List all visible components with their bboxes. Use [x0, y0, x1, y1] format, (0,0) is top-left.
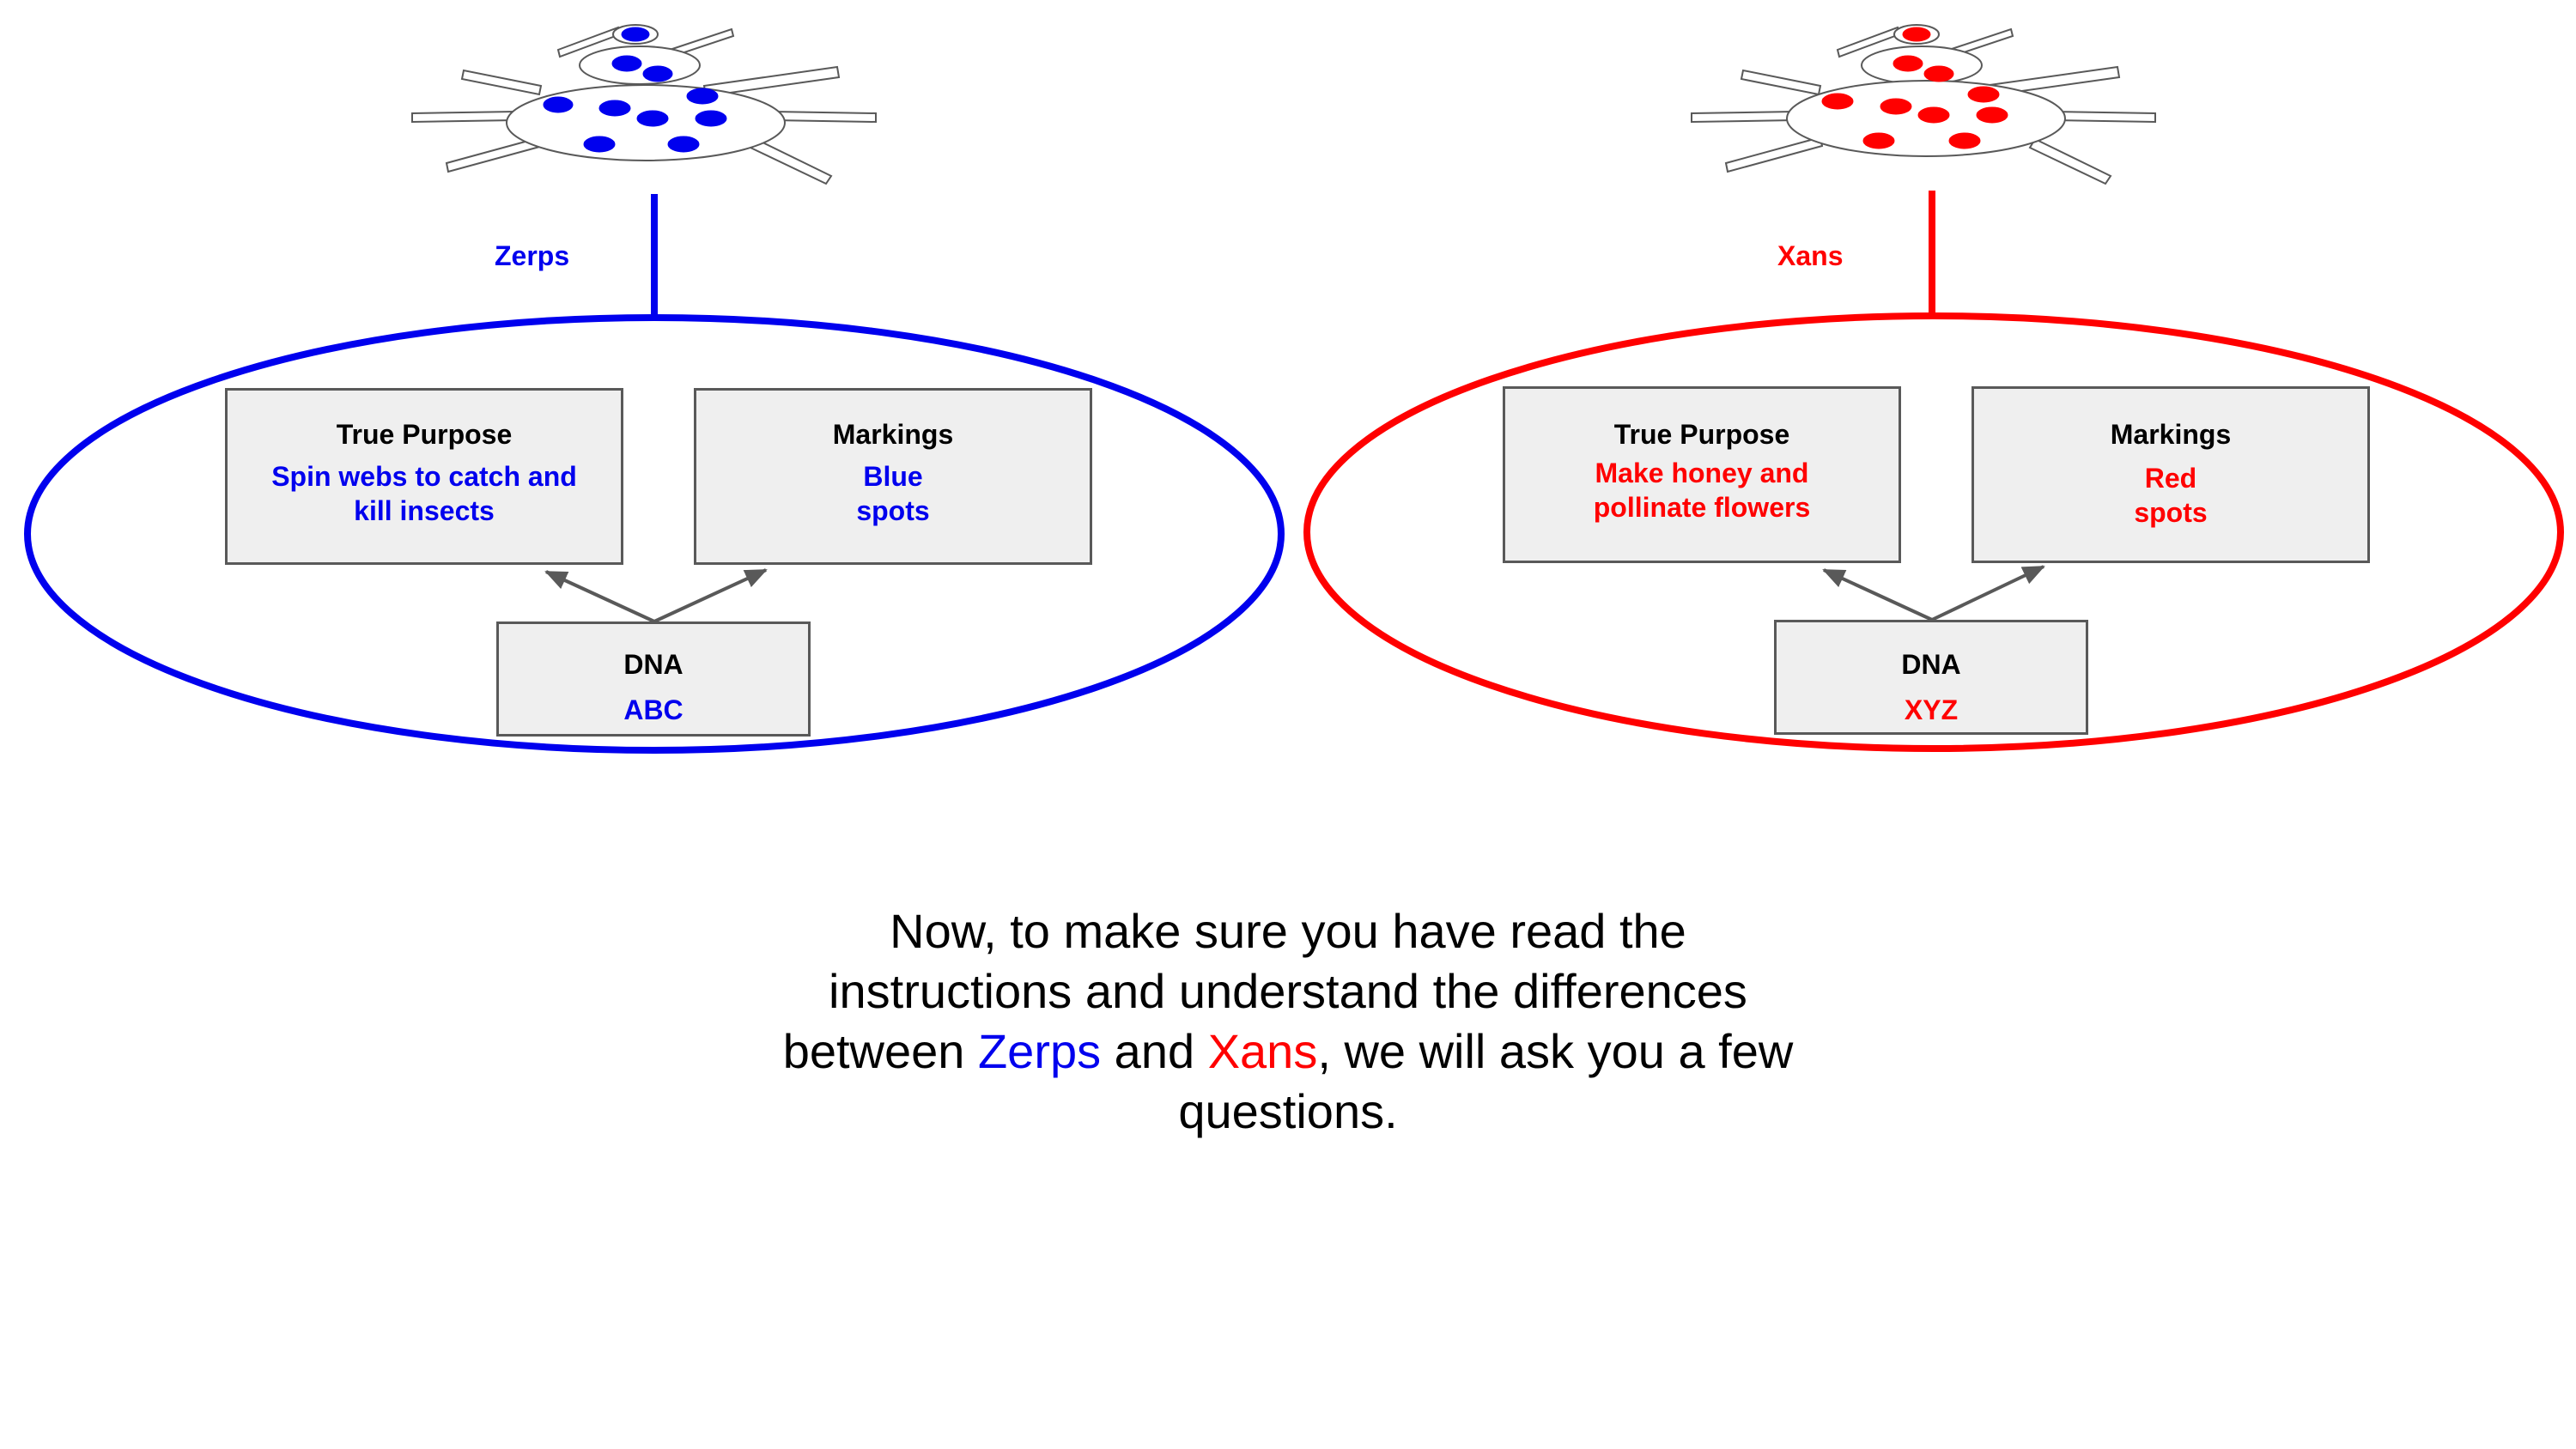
dna-value: ABC	[623, 694, 683, 725]
xans-markings-box: Markings Red spots	[1971, 386, 2370, 563]
dna-title: DNA	[623, 649, 683, 680]
message-line-4: questions.	[1178, 1084, 1398, 1138]
message-zerps-word: Zerps	[977, 1024, 1102, 1078]
xans-dna-to-purpose-arrow	[1822, 568, 1933, 621]
purpose-value-line1: Spin webs to catch and	[271, 461, 577, 492]
zerps-dna-to-purpose-arrow	[544, 570, 655, 623]
message-line-1: Now, to make sure you have read the	[890, 904, 1686, 958]
zerps-dna-box: DNA ABC	[496, 621, 811, 737]
markings-title: Markings	[832, 419, 954, 450]
dna-value: XYZ	[1904, 694, 1959, 725]
zerps-group-ellipse	[24, 314, 1285, 754]
markings-value-line2: spots	[2134, 497, 2208, 528]
instruction-message: Now, to make sure you have read the inst…	[730, 901, 1846, 1142]
blue-spotted-bug-icon	[411, 24, 877, 185]
zerps-label: Zerps	[495, 240, 570, 271]
zerps-dna-to-markings-arrow	[653, 568, 768, 623]
message-line-2: instructions and understand the differen…	[829, 964, 1747, 1018]
zerps-markings-box: Markings Blue spots	[694, 388, 1092, 565]
markings-title: Markings	[2110, 419, 2232, 450]
xans-label: Xans	[1777, 240, 1844, 271]
message-line-3-post: , we will ask you a few	[1317, 1024, 1794, 1078]
purpose-value-line2: kill insects	[354, 495, 495, 526]
xans-purpose-box: True Purpose Make honey and pollinate fl…	[1503, 386, 1901, 563]
zerps-purpose-box: True Purpose Spin webs to catch and kill…	[225, 388, 623, 565]
purpose-value-line2: pollinate flowers	[1593, 492, 1811, 523]
dna-title: DNA	[1901, 649, 1961, 680]
xans-dna-box: DNA XYZ	[1774, 620, 2088, 735]
message-line-3-mid: and	[1101, 1024, 1208, 1078]
message-line-3: between Zerps and Xans, we will ask you …	[730, 1022, 1846, 1082]
xans-dna-to-markings-arrow	[1931, 565, 2045, 621]
message-line-3-pre: between	[782, 1024, 978, 1078]
markings-value-line1: Blue	[863, 461, 923, 492]
xans-group-ellipse	[1303, 312, 2564, 752]
purpose-title: True Purpose	[336, 419, 513, 450]
markings-value-line1: Red	[2144, 463, 2197, 494]
message-xans-word: Xans	[1207, 1024, 1318, 1078]
red-spotted-bug-icon	[1691, 24, 2156, 185]
purpose-value-line1: Make honey and	[1595, 458, 1809, 488]
markings-value-line2: spots	[856, 495, 930, 526]
purpose-title: True Purpose	[1613, 419, 1790, 450]
